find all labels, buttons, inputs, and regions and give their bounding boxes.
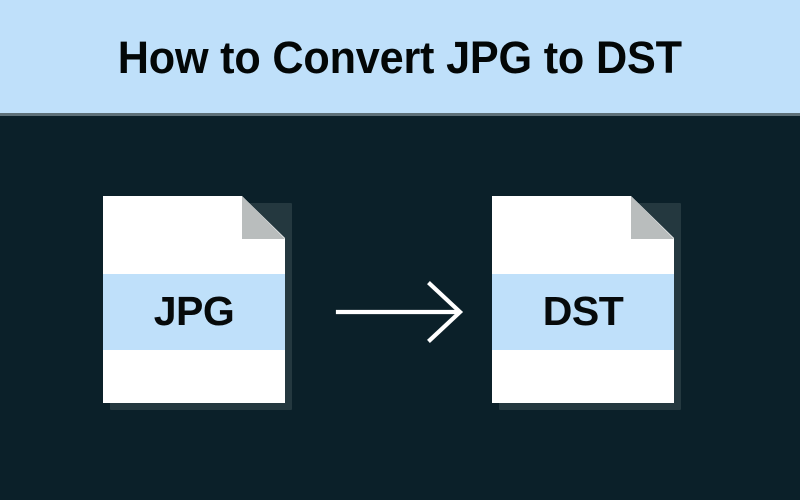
source-file-icon: JPG [103,196,292,410]
page-title: How to Convert JPG to DST [117,32,682,83]
diagram-stage: JPG DST [0,116,800,500]
arrow-right-icon [334,280,466,344]
header-divider [0,113,800,116]
target-file-label: DST [542,288,624,334]
source-file-label: JPG [153,288,235,334]
header-bar: How to Convert JPG to DST [0,0,800,113]
source-file-band: JPG [103,274,285,350]
target-file-band: DST [492,274,674,350]
target-file-icon: DST [492,196,681,410]
